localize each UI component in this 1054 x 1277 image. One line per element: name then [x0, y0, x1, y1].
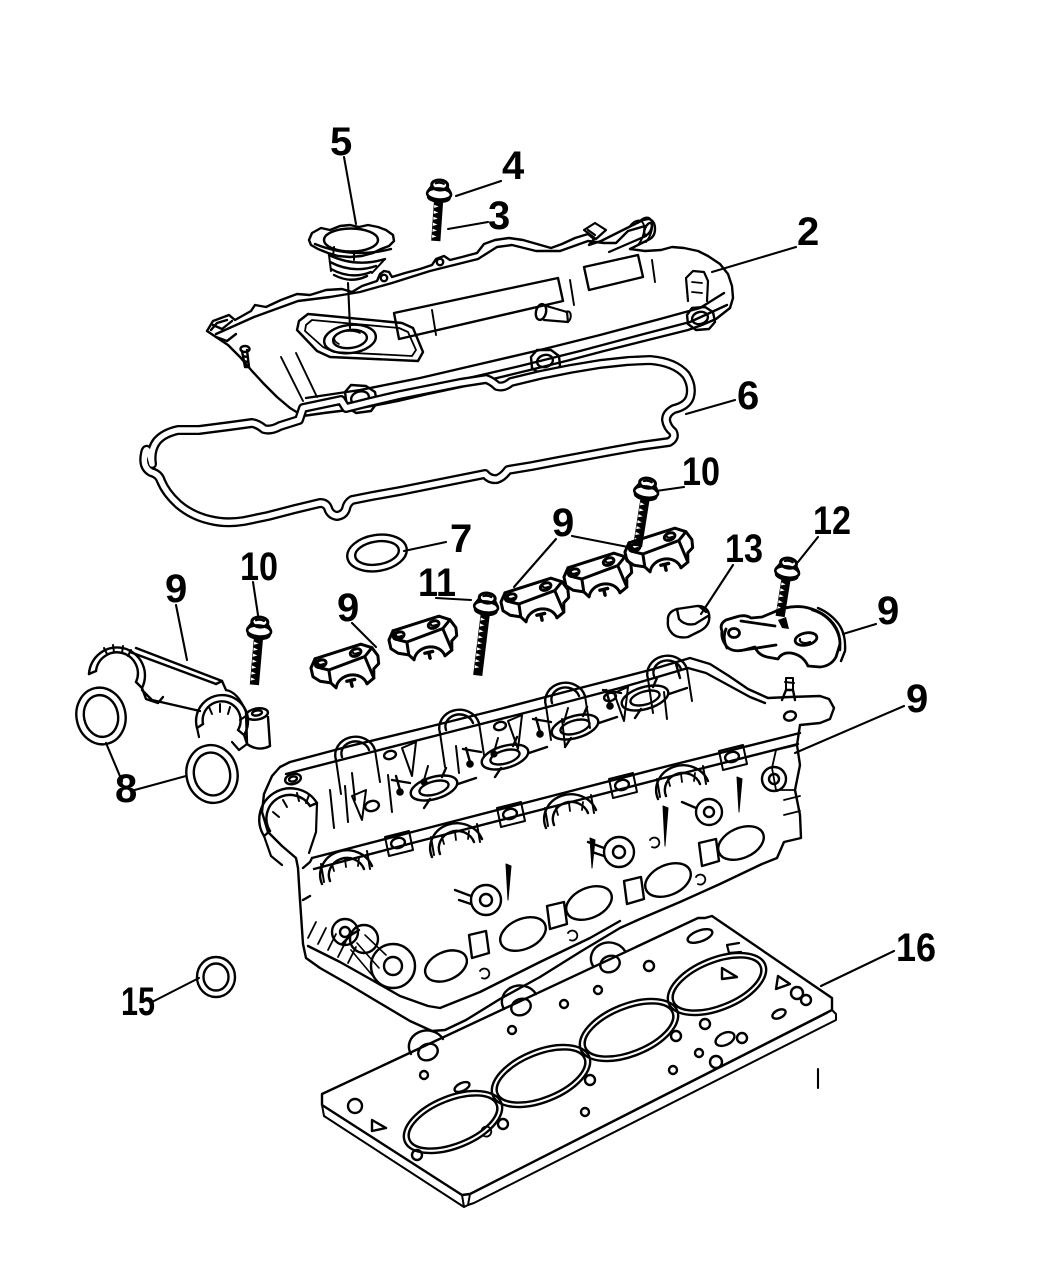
svg-text:9: 9	[906, 677, 928, 721]
svg-text:9: 9	[165, 567, 187, 611]
svg-text:9: 9	[337, 586, 359, 630]
svg-text:15: 15	[121, 980, 155, 1024]
svg-text:9: 9	[877, 589, 899, 633]
svg-text:6: 6	[737, 374, 759, 418]
svg-text:12: 12	[813, 499, 851, 543]
svg-text:4: 4	[502, 144, 525, 188]
svg-text:5: 5	[330, 120, 352, 164]
svg-text:7: 7	[450, 517, 472, 561]
svg-text:3: 3	[488, 194, 510, 238]
svg-text:2: 2	[797, 210, 819, 254]
svg-text:16: 16	[896, 926, 936, 970]
svg-text:9: 9	[552, 501, 574, 545]
svg-text:13: 13	[725, 527, 763, 571]
svg-text:10: 10	[682, 450, 720, 494]
svg-text:10: 10	[240, 545, 278, 589]
